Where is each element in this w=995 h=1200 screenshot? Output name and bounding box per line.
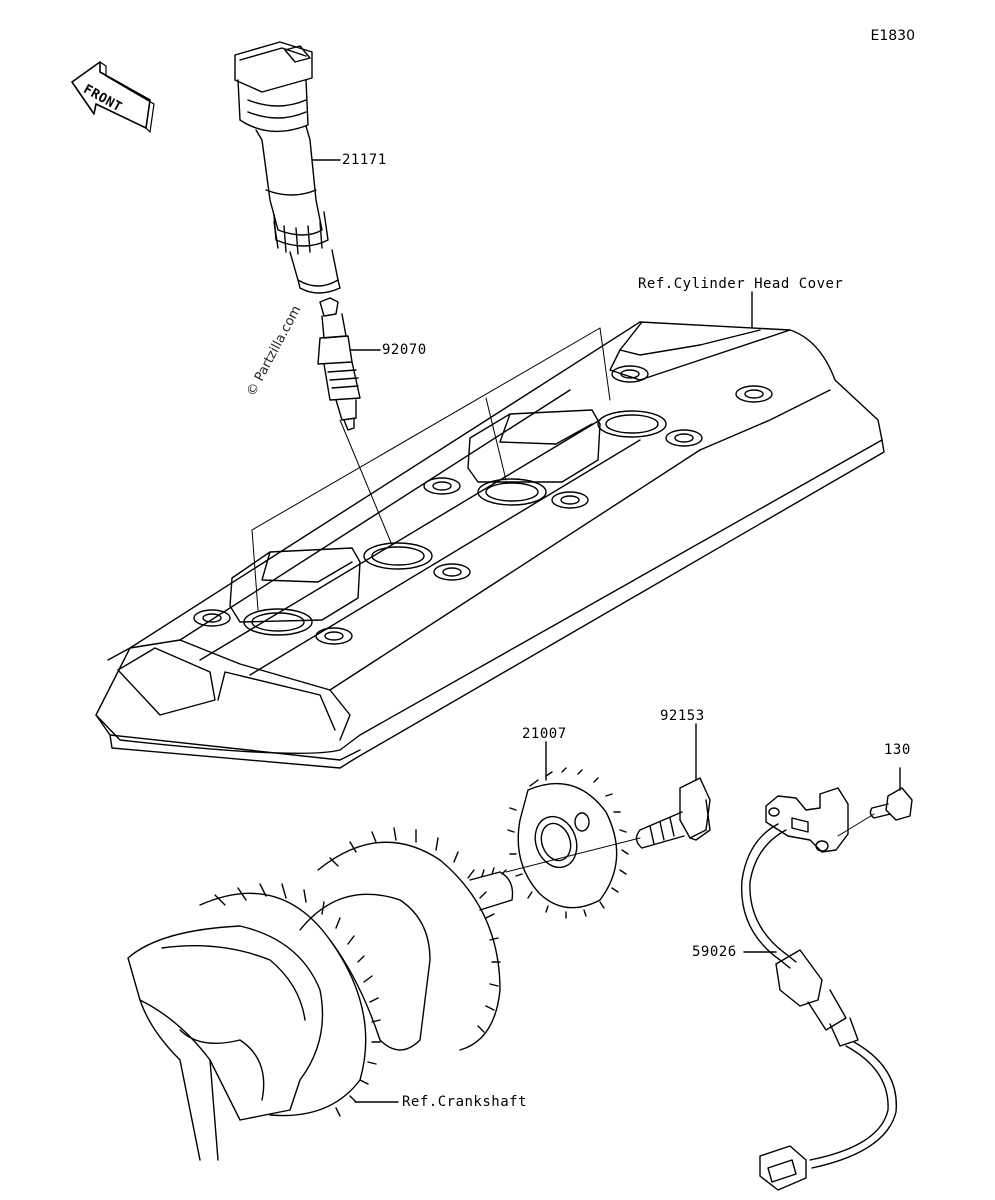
callout-cylinder-head-cover-ref: Ref.Cylinder Head Cover [638,276,844,292]
callout-130: 130 [884,742,911,758]
rotor-bolt-icon [635,777,711,849]
sensor-bolt-icon [869,787,913,821]
diagram-code: E1830 [870,28,915,44]
callout-92070: 92070 [382,342,427,358]
callout-59026: 59026 [692,944,737,960]
timing-rotor-icon [507,767,629,919]
callout-crankshaft-ref: Ref.Crankshaft [402,1094,528,1110]
crankshaft-icon [127,827,514,1161]
callout-21171: 21171 [342,152,387,168]
crank-position-sensor-icon [740,787,897,1191]
spark-plug-icon [317,297,361,431]
callout-21007: 21007 [522,726,567,742]
front-arrow-icon [71,61,155,133]
leader-130-axis [837,813,875,837]
leader-bolt-axis [505,837,641,873]
assembly-guide-lines [251,327,611,611]
ignition-coil-icon [234,41,341,294]
callout-92153: 92153 [660,708,705,724]
cylinder-head-cover-icon [95,321,885,769]
